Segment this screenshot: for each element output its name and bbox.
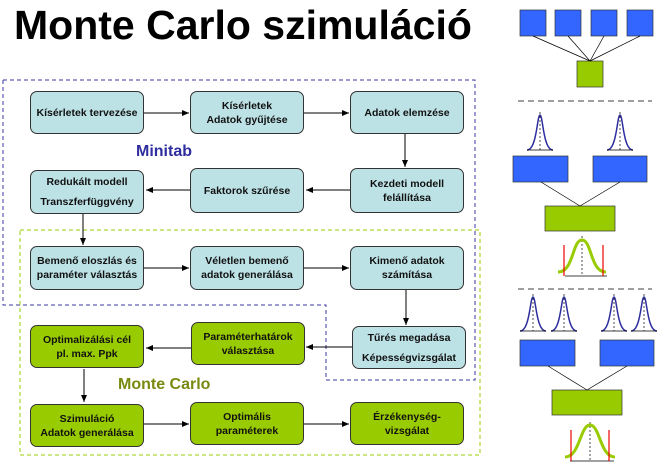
box-text: Paraméterhatárok xyxy=(203,330,293,343)
box-bemeno-eloszlas: Bemenő eloszlás és paraméter választás xyxy=(30,246,144,290)
box-text: Faktorok szűrése xyxy=(203,184,291,197)
box-text: Véletlen bemenő xyxy=(205,255,289,267)
page-title: Monte Carlo szimuláció xyxy=(14,2,472,48)
box-text: Transzferfüggvény xyxy=(40,196,134,208)
box-veletlen-bemeno: Véletlen bemenő adatok generálása xyxy=(190,246,304,290)
box-text: pl. max. Ppk xyxy=(56,347,118,360)
box-faktorok-szurese: Faktorok szűrése xyxy=(190,168,304,213)
minitab-label: Minitab xyxy=(136,143,192,160)
box-text: vizsgálat xyxy=(384,424,430,437)
right-illustration xyxy=(512,9,658,462)
box-kiserletek-tervezese: Kísérletek tervezése xyxy=(30,91,144,134)
box-text: paraméter választás xyxy=(36,269,138,281)
box-text: Kimenő adatok xyxy=(369,255,445,267)
box-text: Kísérletek tervezése xyxy=(36,106,138,119)
box-text: Optimalizálási cél xyxy=(42,333,132,346)
box-kimeno-adatok: Kimenő adatok számítása xyxy=(350,246,464,290)
box-text: paraméterek xyxy=(215,424,279,437)
box-text: Adatok elemzése xyxy=(364,106,450,119)
box-text: Tűrés megadása xyxy=(367,331,451,344)
box-text: Szimuláció xyxy=(59,412,115,425)
box-text: számítása xyxy=(381,269,433,281)
box-text: Adatok gyűjtése xyxy=(206,113,288,126)
box-text: felállítása xyxy=(383,191,431,204)
flow-arrows xyxy=(80,110,409,427)
box-text: Képességvizsgálat xyxy=(362,351,456,364)
monte-carlo-label: Monte Carlo xyxy=(118,376,211,393)
box-text: Redukált modell xyxy=(46,176,128,188)
box-text: Bemenő eloszlás és xyxy=(37,255,137,267)
box-text: Kezdeti modell xyxy=(369,177,445,190)
box-text: Adatok generálása xyxy=(40,426,134,439)
box-adatok-elemzese: Adatok elemzése xyxy=(350,91,464,134)
box-text: adatok generálása xyxy=(201,269,293,281)
box-text: Érzékenység- xyxy=(373,410,441,423)
box-erzekenysegvizsgalat: Érzékenység-vizsgálat xyxy=(350,402,464,445)
box-text: Optimális xyxy=(223,410,271,423)
box-text: választása xyxy=(221,344,275,357)
box-text: Kísérletek xyxy=(221,99,273,112)
minitab-region xyxy=(2,79,476,381)
